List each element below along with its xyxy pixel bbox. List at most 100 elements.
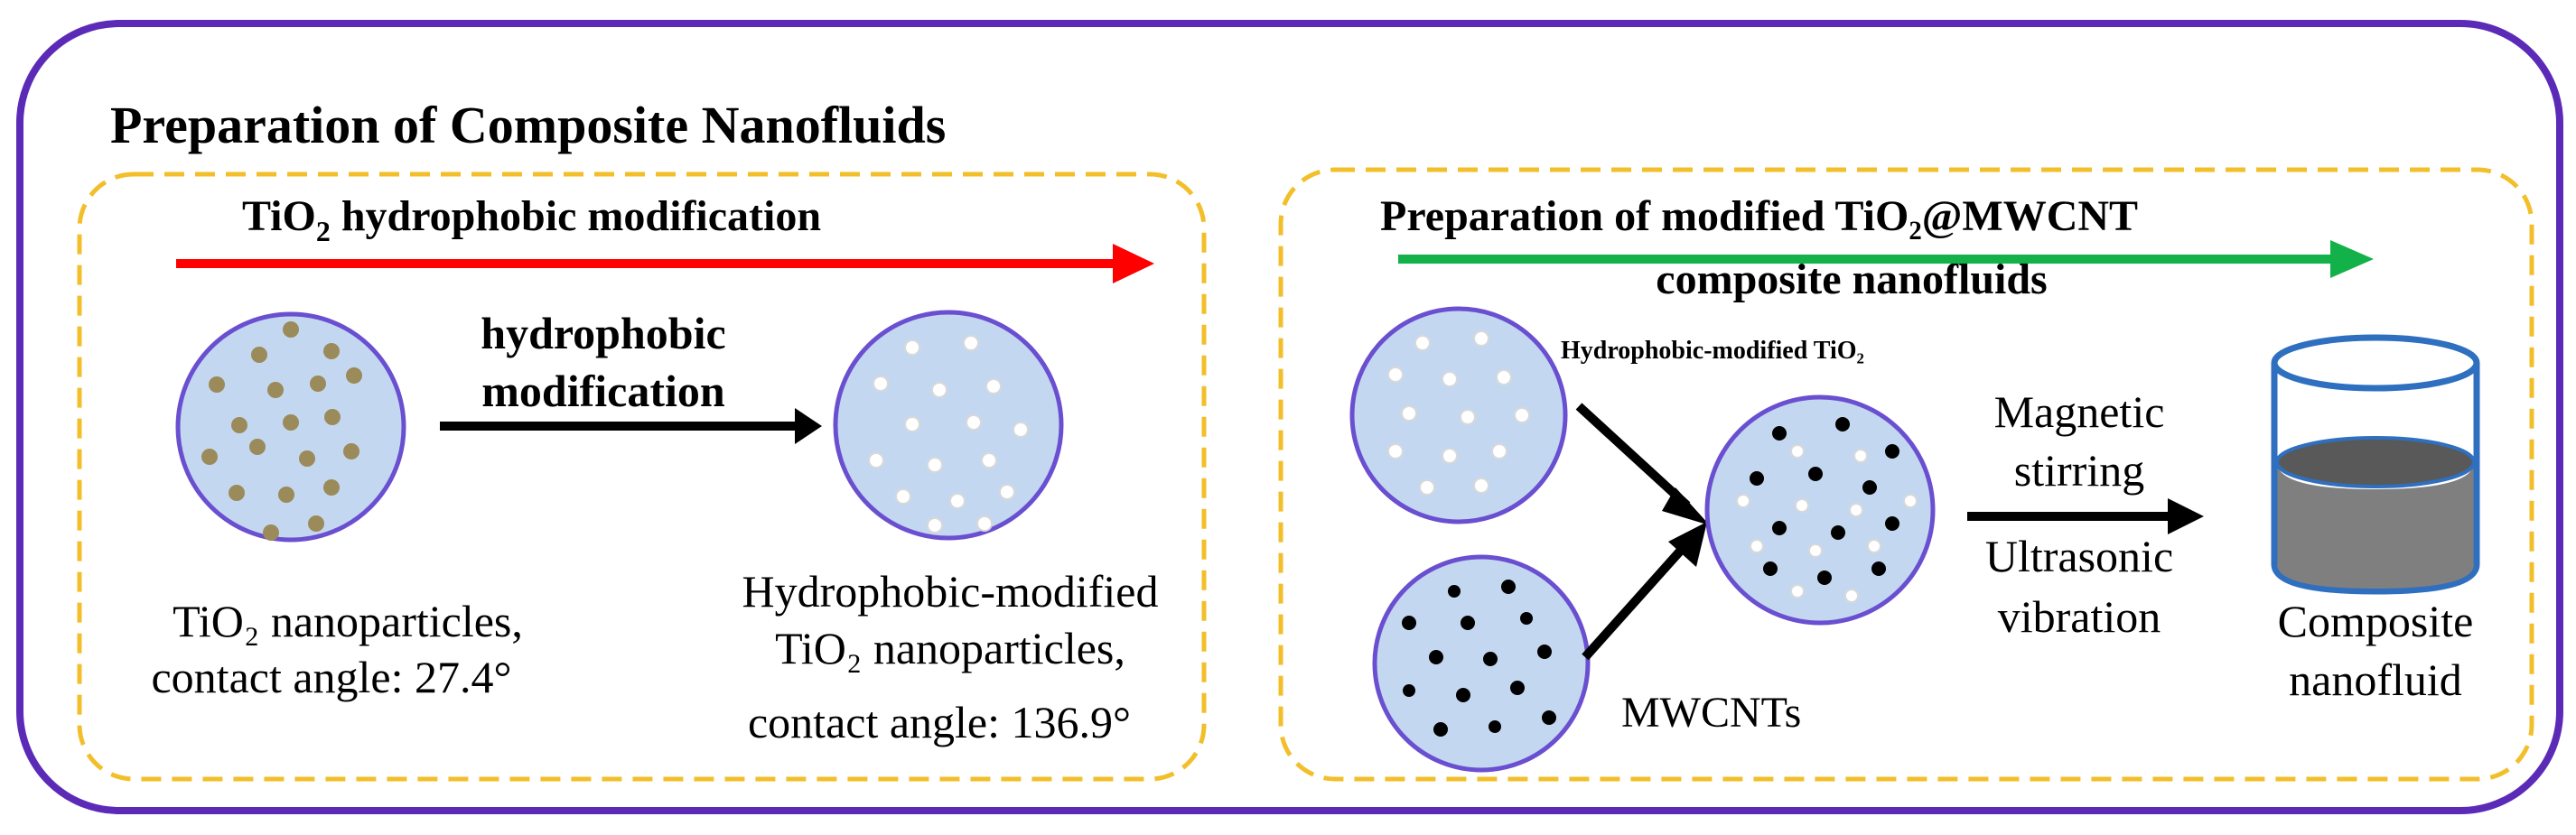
label-mwcnts: MWCNTs bbox=[1621, 689, 1801, 737]
arrow-label-modification: modification bbox=[481, 366, 725, 416]
merge-arrow-top bbox=[1575, 403, 1691, 509]
modified-tio2-particle bbox=[1473, 330, 1489, 347]
mwcnt-particle bbox=[1489, 720, 1501, 733]
mwcnt-particle bbox=[1772, 426, 1787, 441]
mwcnt-particle bbox=[1542, 710, 1556, 725]
mwcnt-particle bbox=[1456, 688, 1470, 702]
modified-tio2-particle bbox=[868, 452, 884, 469]
mwcnt-particle bbox=[1448, 585, 1461, 598]
mwcnt-circle bbox=[1372, 554, 1591, 773]
arrow-label-hydrophobic: hydrophobic bbox=[481, 308, 725, 358]
modified-tio2-particle bbox=[1473, 478, 1489, 494]
mwcnt-particle bbox=[1763, 561, 1778, 576]
modified-tio2-particle bbox=[1401, 405, 1417, 422]
tio2-particle bbox=[251, 347, 267, 363]
process-stirring: stirring bbox=[2014, 445, 2144, 496]
tio2-particle bbox=[323, 343, 340, 359]
modified-tio2-particle bbox=[999, 484, 1015, 500]
right-panel-frame bbox=[1278, 167, 2534, 782]
mwcnt-particle bbox=[1510, 681, 1525, 695]
mwcnt-particle bbox=[1862, 480, 1877, 495]
modified-tio2-particle bbox=[895, 488, 911, 505]
modified-tio2-particle bbox=[1387, 366, 1404, 383]
modified-tio2-particle bbox=[904, 339, 920, 356]
modified-tio2-particle bbox=[1387, 443, 1404, 459]
mwcnt-particle bbox=[1461, 616, 1475, 630]
tio2-particle bbox=[249, 439, 266, 455]
red-process-arrow bbox=[176, 244, 1154, 283]
tio2-particle bbox=[323, 479, 340, 496]
mixed-composite-circle bbox=[1704, 394, 1936, 626]
mwcnt-particle bbox=[1429, 650, 1443, 664]
caption-modified-line1: Hydrophobic-modified bbox=[742, 566, 1158, 617]
modified-tio2-particle bbox=[966, 414, 982, 431]
modified-tio2-input-particles bbox=[1387, 330, 1530, 496]
modified-tio2-input-circle bbox=[1349, 306, 1568, 524]
tio2-particle bbox=[263, 524, 279, 541]
tio2-particle bbox=[201, 449, 218, 465]
tio2-particle bbox=[299, 450, 315, 467]
mwcnt-particle bbox=[1871, 561, 1886, 576]
caption-tio2-line1: TiO₂ nanoparticles, bbox=[173, 596, 523, 646]
modified-tio2-particle bbox=[949, 493, 966, 509]
modified-tio2-particle bbox=[1442, 371, 1458, 387]
page-title: Preparation of Composite Nanofluids bbox=[110, 96, 946, 154]
mwcnt-particle bbox=[1403, 684, 1415, 697]
mwcnt-particle bbox=[1885, 516, 1899, 531]
modified-tio2-particle bbox=[1496, 369, 1512, 385]
modified-tio2-particle bbox=[1867, 539, 1881, 553]
modified-tio2-particle bbox=[1736, 494, 1750, 508]
mwcnt-particle bbox=[1520, 612, 1533, 625]
tio2-particle bbox=[209, 376, 225, 393]
tio2-particle bbox=[283, 321, 299, 338]
modified-tio2-particle bbox=[976, 515, 993, 532]
left-panel-frame bbox=[77, 172, 1207, 782]
tio2-particle bbox=[324, 409, 341, 425]
caption-modified-line2: TiO₂ nanoparticles, bbox=[775, 623, 1125, 673]
mixed-particles bbox=[1736, 417, 1918, 603]
modified-tio2-particle bbox=[1903, 494, 1918, 508]
mwcnt-particle bbox=[1772, 521, 1787, 535]
mwcnt-particle bbox=[1808, 467, 1823, 481]
modified-tio2-particle bbox=[1013, 422, 1029, 438]
modified-tio2-particle bbox=[927, 517, 943, 533]
caption-tio2-line2: contact angle: 27.4° bbox=[151, 652, 511, 702]
process-vibration: vibration bbox=[1998, 591, 2161, 642]
mwcnt-particle bbox=[1835, 417, 1850, 431]
modified-tio2-particle bbox=[927, 457, 943, 473]
mwcnt-particle bbox=[1750, 471, 1764, 486]
outer-frame bbox=[16, 20, 2563, 814]
tio2-particle bbox=[283, 414, 299, 431]
modified-tio2-particle bbox=[1808, 543, 1823, 558]
mwcnt-particle bbox=[1501, 580, 1516, 594]
label-modified-tio2: Hydrophobic-modified TiO₂ bbox=[1561, 337, 1864, 365]
modified-tio2-particle bbox=[1849, 503, 1863, 517]
tio2-particle bbox=[267, 382, 284, 398]
caption-modified-line3: contact angle: 136.9° bbox=[748, 697, 1131, 747]
modified-tio2-particle bbox=[904, 416, 920, 432]
process-ultrasonic: Ultrasonic bbox=[1985, 531, 2173, 581]
mwcnt-particle bbox=[1831, 525, 1845, 540]
mwcnt-particle bbox=[1483, 652, 1498, 666]
mwcnt-particle bbox=[1885, 444, 1899, 459]
modified-tio2-particle bbox=[963, 335, 979, 351]
tio2-particle bbox=[231, 417, 247, 433]
mwcnt-particle bbox=[1433, 722, 1448, 737]
right-panel-heading-line1: Preparation of modified TiO₂@MWCNT bbox=[1380, 192, 2138, 240]
tio2-particles bbox=[201, 321, 362, 541]
modified-tio2-particle bbox=[985, 378, 1002, 394]
tio2-particle bbox=[308, 515, 324, 532]
modified-tio2-particles bbox=[868, 335, 1029, 533]
modified-tio2-particle bbox=[873, 376, 889, 392]
process-magnetic: Magnetic bbox=[1994, 386, 2165, 437]
modified-tio2-particle bbox=[1491, 443, 1507, 459]
mwcnt-particles bbox=[1402, 580, 1556, 737]
tio2-particle bbox=[310, 376, 326, 392]
left-panel-heading: TiO2 hydrophobic modification bbox=[242, 192, 821, 247]
tio2-particle bbox=[229, 485, 245, 501]
green-process-arrow bbox=[1398, 240, 2374, 278]
product-nanofluid: nanofluid bbox=[2289, 654, 2462, 705]
modified-tio2-particle bbox=[1790, 444, 1805, 459]
modified-tio2-particle bbox=[981, 452, 997, 469]
